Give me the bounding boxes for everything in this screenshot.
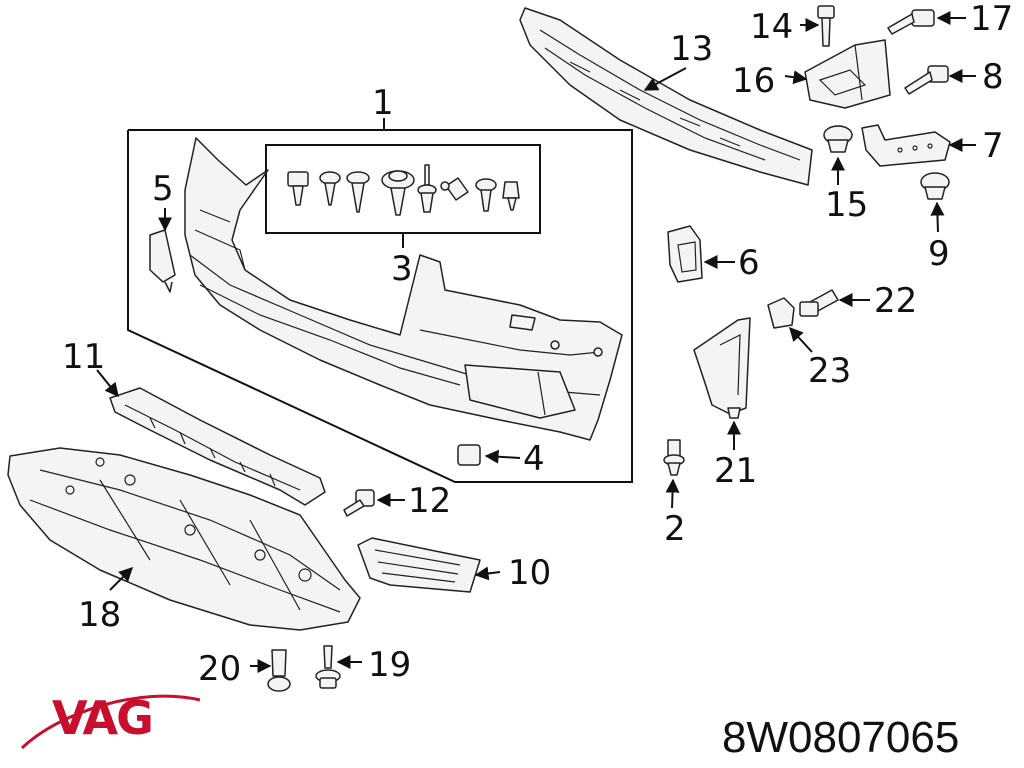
label-23: 23: [808, 351, 851, 391]
part-12-bolt: [343, 489, 375, 517]
label-21: 21: [714, 451, 757, 491]
part-23-clip: [767, 297, 795, 329]
label-8: 8: [982, 57, 1004, 97]
part-10-grille: [357, 537, 481, 593]
part-8-bolt: [904, 65, 949, 95]
label-17: 17: [970, 0, 1013, 39]
label-13: 13: [670, 29, 713, 69]
vag-logo-text: VAG: [52, 691, 152, 745]
label-10: 10: [508, 553, 551, 593]
screw-icon: [319, 171, 341, 206]
part-13-impact-bar: [519, 7, 813, 186]
clip-icon: [440, 177, 469, 201]
label-19: 19: [368, 645, 411, 685]
part-number: 8W0807065: [722, 713, 959, 762]
label-6: 6: [738, 243, 760, 283]
leader-lines: [96, 11, 976, 673]
screw-icon: [475, 178, 497, 212]
vag-logo: VAG: [20, 691, 201, 750]
label-16: 16: [732, 61, 775, 101]
label-3: 3: [391, 249, 413, 289]
part-5-trim: [149, 229, 176, 293]
part-18-underbody-shield: [7, 447, 361, 631]
screw-icon: [346, 171, 370, 213]
part-20-bolt: [267, 649, 291, 692]
label-18: 18: [78, 595, 121, 635]
label-9: 9: [928, 234, 950, 274]
label-22: 22: [874, 281, 917, 321]
assembly-1-frame: [127, 118, 633, 483]
label-7: 7: [982, 126, 1004, 166]
label-11: 11: [62, 337, 105, 377]
label-1: 1: [372, 83, 394, 123]
part-16-bracket: [804, 39, 891, 109]
screw-icon: [287, 171, 309, 206]
part-21-bracket: [693, 317, 751, 419]
part-9-nut: [920, 172, 950, 200]
part-4-clip: [457, 444, 481, 466]
part-6-guide: [667, 225, 703, 283]
part-19-bolt: [315, 645, 341, 689]
label-12: 12: [408, 481, 451, 521]
screw-icon: [381, 170, 415, 216]
label-14: 14: [750, 7, 793, 47]
label-20: 20: [198, 649, 241, 689]
part-14-bolt: [817, 5, 835, 47]
bumper-cover: [184, 137, 623, 441]
clip-icon: [502, 181, 520, 211]
part-7-bracket: [861, 124, 951, 167]
fastener-kit-box: [265, 144, 541, 248]
part-17-bolt: [887, 9, 935, 35]
label-15: 15: [825, 185, 868, 225]
label-4: 4: [523, 439, 545, 479]
part-2-pin: [663, 439, 685, 476]
label-2: 2: [664, 509, 686, 549]
label-5: 5: [152, 169, 174, 209]
part-11-spoiler: [109, 387, 326, 506]
rivet-icon: [417, 164, 437, 213]
part-22-bolt: [799, 289, 839, 317]
part-15-nut: [823, 125, 853, 153]
